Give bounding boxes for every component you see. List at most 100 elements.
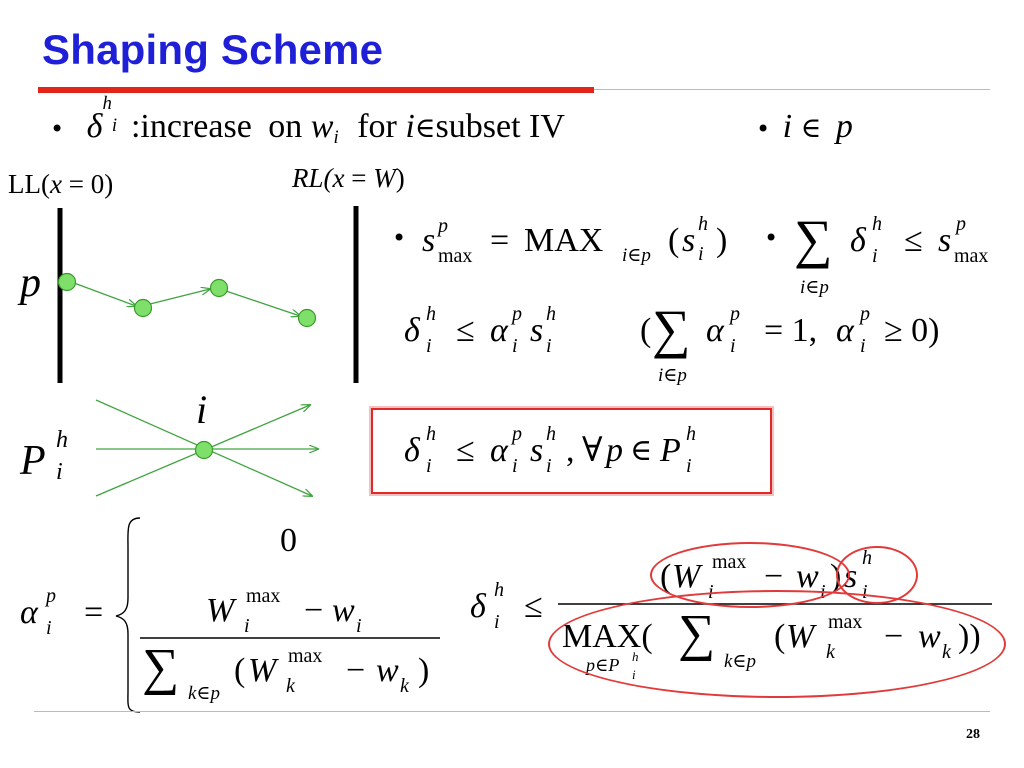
ll-prefix: LL(: [8, 169, 50, 199]
s-sup: p: [438, 215, 448, 237]
s-symbol: s: [422, 222, 436, 259]
ellipse-denominator-highlight: [548, 590, 1006, 698]
alpha-symbol: α: [706, 312, 724, 349]
sigma-sub: k∈p: [188, 683, 220, 704]
label-ll: LL(x = 0): [8, 171, 113, 198]
sigma-sub: i∈p: [658, 365, 687, 386]
sigma-symbol: ∑: [142, 639, 180, 696]
paren-open: (: [234, 652, 246, 689]
path-arrow: [225, 290, 300, 316]
bullet-dot: •: [764, 224, 779, 252]
delta-alpha-equation: δ h i ≤ α p i s h i: [404, 304, 604, 370]
alpha-sup: p: [46, 585, 56, 607]
w-sub: i: [333, 127, 339, 148]
W-sup: max: [246, 585, 281, 607]
node: [57, 272, 77, 292]
path-arrow: [149, 289, 210, 305]
ge-zero: ≥ 0): [884, 312, 940, 349]
alpha-sup: p: [512, 423, 522, 445]
paren-open: (: [668, 222, 680, 259]
W-symbol: W: [248, 652, 277, 689]
P-sup: h: [686, 423, 696, 445]
bullet-delta-increase: • δhi :increase on wi for i∈subset IV: [50, 94, 565, 147]
path-arrow: [73, 282, 136, 306]
i-symbol: i: [782, 108, 793, 145]
delta-sub: i: [426, 335, 432, 357]
title-rule-thin: [594, 89, 990, 90]
alpha-symbol: α: [490, 432, 508, 469]
smax-equation: • s p max = MAX i∈p ( s h i ): [392, 214, 752, 280]
page-number: 28: [966, 727, 980, 742]
le-sign: ≤: [456, 312, 475, 349]
W-sub: k: [286, 675, 295, 697]
text-subset-iv: subset IV: [435, 108, 565, 145]
eq-sign: =: [490, 222, 510, 259]
alpha-sub: i: [46, 617, 52, 639]
delta-symbol: δ: [404, 312, 420, 349]
le-sign: ≤: [904, 222, 923, 259]
alpha-numerator: W max i − w i: [206, 586, 406, 636]
alpha-sub: i: [730, 335, 736, 357]
delta-sub: i: [872, 245, 878, 267]
s2-sup: h: [698, 213, 708, 235]
rl-prefix: RL(: [292, 163, 333, 193]
w-sub: k: [400, 675, 409, 697]
title-underline: [38, 87, 594, 93]
W-sup: max: [288, 645, 323, 667]
forall-symbol: ∀: [582, 432, 603, 469]
node-i: [194, 440, 214, 460]
alpha2-sub: i: [860, 335, 866, 357]
rl-close: ): [395, 163, 405, 193]
w-symbol: w: [310, 108, 334, 145]
alpha-sub: i: [512, 455, 518, 477]
le-sign: ≤: [524, 588, 543, 625]
highlight-box: [371, 408, 772, 494]
delta-sup: h: [872, 213, 882, 235]
s-sup: p: [956, 213, 966, 235]
s-sup: h: [546, 303, 556, 325]
delta-sub: i: [426, 455, 432, 477]
paren-close: ): [418, 652, 430, 689]
node: [297, 308, 317, 328]
max-op: MAX: [524, 222, 604, 259]
footer-rule: [34, 711, 990, 712]
bullet-i-in-p: • i ∈ p: [756, 110, 853, 144]
delta-sup: h: [426, 423, 436, 445]
boxed-equation: δ h i ≤ α p i s h i , ∀ p ∈ P h i: [404, 424, 744, 490]
s2-symbol: s: [682, 222, 696, 259]
P-sub: i: [56, 459, 63, 485]
alpha-sup: p: [730, 303, 740, 325]
alpha-symbol: α: [20, 594, 38, 631]
text-increase: increase: [140, 108, 252, 145]
P-sup: h: [56, 427, 68, 453]
node-label-i: i: [196, 387, 208, 432]
slide-title: Shaping Scheme: [42, 26, 384, 73]
P-sub: i: [686, 455, 692, 477]
bullet-dot: •: [50, 115, 65, 143]
rl-x: x: [332, 163, 345, 193]
s-sub: max: [438, 245, 473, 267]
rl-W: W: [373, 163, 396, 193]
alpha-symbol: α: [490, 312, 508, 349]
i-symbol: i: [405, 108, 415, 145]
case-zero: 0: [280, 522, 297, 559]
node: [209, 278, 229, 298]
p-symbol: p: [606, 432, 623, 469]
in-symbol: ∈: [800, 113, 822, 144]
sigma-symbol: ∑: [794, 209, 833, 269]
alpha-sub: i: [512, 335, 518, 357]
text-for: for: [357, 108, 397, 145]
eq-one: = 1,: [764, 312, 818, 349]
s-sub: max: [954, 245, 989, 267]
label-rl: RL(x = W): [292, 165, 405, 192]
minus-sign: −: [346, 652, 366, 689]
W-symbol: W: [206, 592, 235, 629]
P-symbol: P: [20, 438, 46, 484]
w-symbol: w: [332, 592, 355, 629]
s-sup: h: [546, 423, 556, 445]
alpha2-symbol: α: [836, 312, 854, 349]
alpha-definition: α p i =: [20, 586, 130, 650]
delta-symbol: δ: [404, 432, 420, 469]
node: [133, 298, 153, 318]
s-sub: i: [546, 455, 552, 477]
